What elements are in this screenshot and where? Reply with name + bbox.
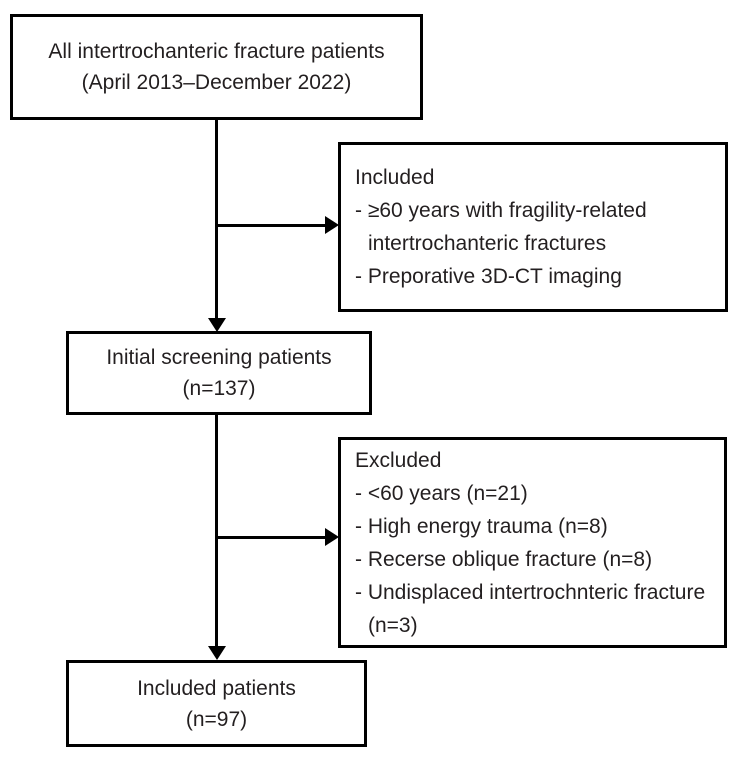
flowchart-node-initial-screening: Initial screening patients (n=137) bbox=[66, 331, 372, 415]
node-text-line: (April 2013–December 2022) bbox=[81, 71, 352, 94]
criteria-item: - Preporative 3D-CT imaging bbox=[355, 265, 622, 288]
criteria-item: - Recerse oblique fracture (n=8) bbox=[355, 547, 653, 571]
flowchart-node-included-criteria: Included - ≥60 years with fragility-rela… bbox=[338, 142, 728, 312]
criteria-item: - High energy trauma (n=8) bbox=[355, 514, 608, 538]
arrow-line-top-to-screening bbox=[215, 120, 218, 320]
node-text-line: (n=137) bbox=[182, 377, 256, 400]
arrow-line-branch-excluded bbox=[217, 536, 326, 539]
node-text-line: (n=97) bbox=[185, 707, 248, 731]
flowchart-node-excluded-criteria: Excluded - <60 years (n=21) - High energ… bbox=[338, 437, 727, 648]
arrow-line-branch-included bbox=[217, 224, 326, 227]
flowchart-node-included-patients: Included patients (n=97) bbox=[66, 660, 367, 747]
arrowhead-right-icon bbox=[325, 528, 339, 546]
criteria-item: - <60 years (n=21) bbox=[355, 481, 528, 505]
node-text-line: All intertrochanteric fracture patients bbox=[48, 40, 385, 63]
criteria-item: - Undisplaced intertrochnteric fracture … bbox=[355, 580, 706, 637]
node-title: Excluded bbox=[355, 448, 442, 472]
flowchart-node-all-patients: All intertrochanteric fracture patients … bbox=[10, 14, 423, 120]
arrow-line-screening-to-final bbox=[215, 415, 218, 647]
node-text-line: Included patients bbox=[137, 676, 296, 700]
node-text-line: Initial screening patients bbox=[106, 346, 332, 369]
criteria-item: - ≥60 years with fragility-related inter… bbox=[355, 199, 647, 255]
arrowhead-down-icon bbox=[208, 318, 226, 332]
arrowhead-down-icon bbox=[208, 646, 226, 660]
node-title: Included bbox=[355, 166, 435, 189]
arrowhead-right-icon bbox=[325, 216, 339, 234]
